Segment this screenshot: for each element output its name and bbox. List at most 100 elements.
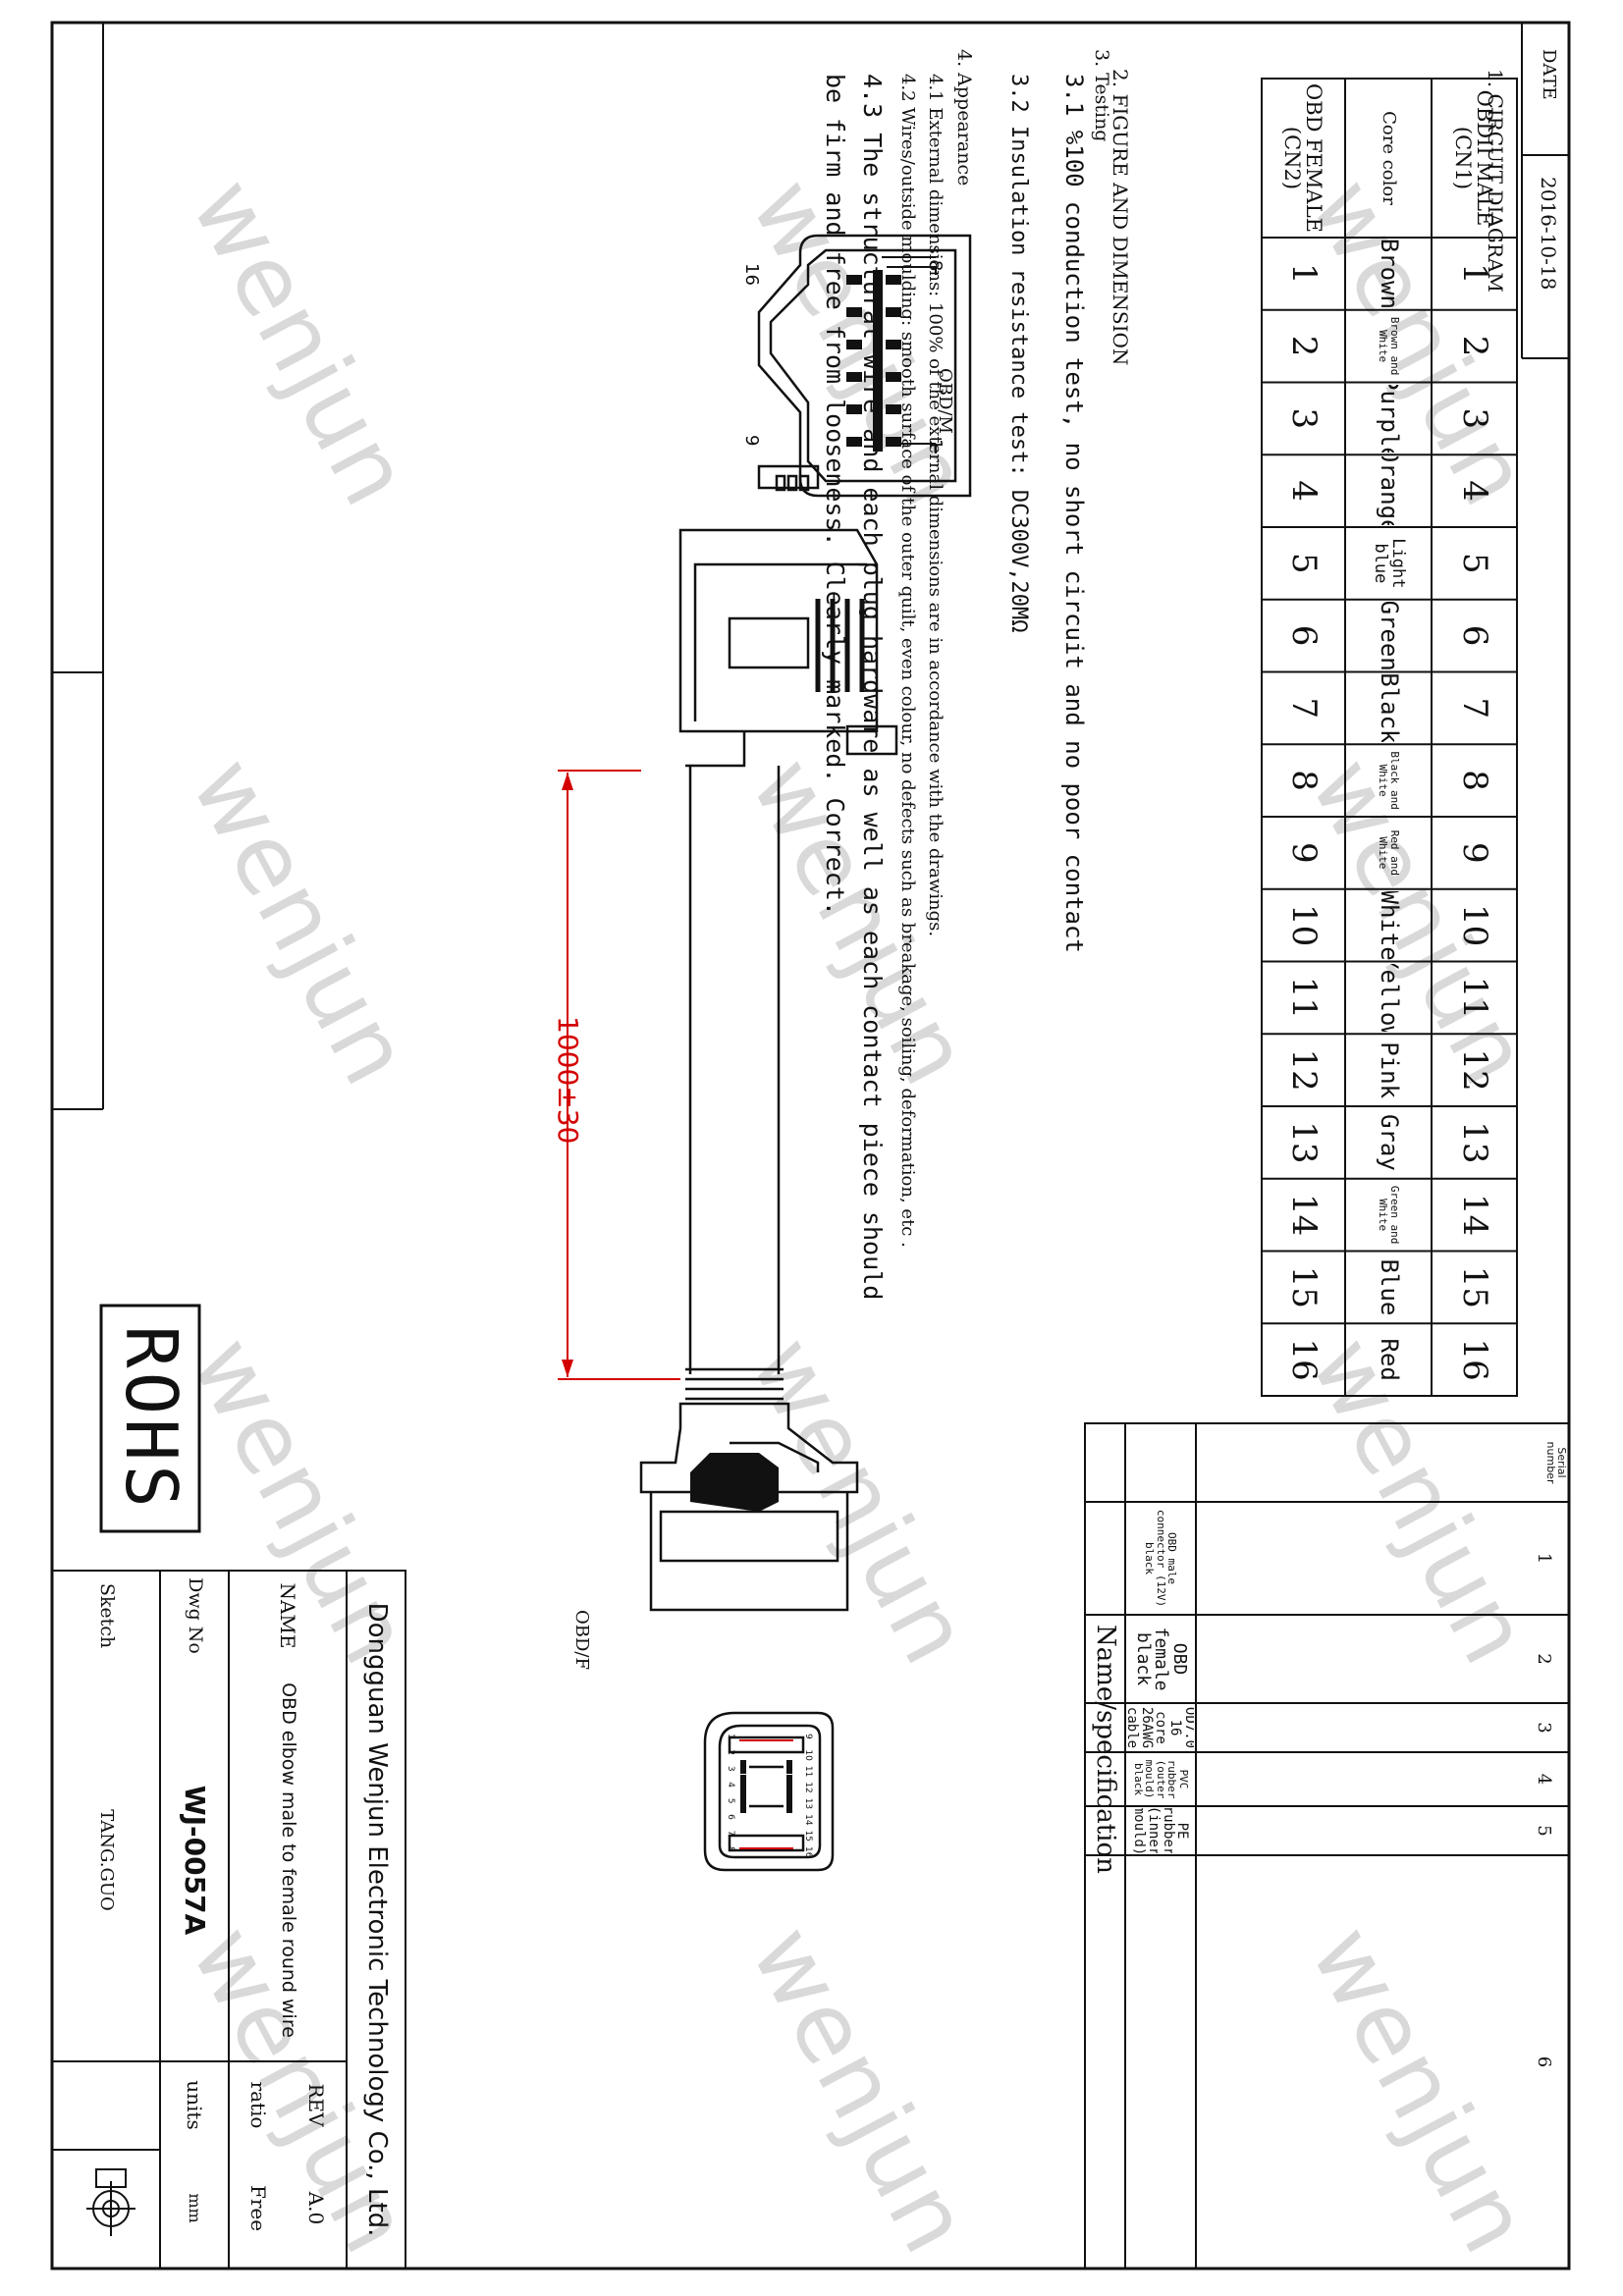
female-pin-label-bottom: 2 bbox=[726, 1749, 735, 1756]
male-pin-number: 6 bbox=[1454, 624, 1494, 647]
bom-serial-number: 6 bbox=[1534, 2056, 1555, 2068]
female-pin-label-top: 15 bbox=[803, 1830, 813, 1842]
female-pin-number: 3 bbox=[1283, 407, 1324, 430]
label-obd-male: OBD/M bbox=[935, 368, 955, 434]
bom-item-name: OD7.0 16 core 26AWG cable bbox=[1127, 1706, 1194, 1749]
ratio-label: ratio bbox=[246, 2081, 271, 2129]
female-pin-number: 10 bbox=[1283, 903, 1324, 947]
male-pin-number: 13 bbox=[1454, 1121, 1494, 1164]
male-pin-16: 16 bbox=[741, 263, 762, 286]
core-color: Red and White bbox=[1377, 829, 1401, 877]
female-pin-number: 16 bbox=[1283, 1338, 1324, 1381]
male-pin-8: 8 bbox=[925, 260, 946, 272]
units-label: units bbox=[183, 2080, 207, 2130]
bom-item-name: PE rubber (inner mould) bbox=[1131, 1808, 1191, 1853]
female-pin-label-bottom: 5 bbox=[726, 1797, 735, 1804]
core-color: Orange bbox=[1375, 456, 1403, 525]
male-pin-number: 4 bbox=[1454, 480, 1494, 502]
male-pin-number: 7 bbox=[1454, 697, 1494, 720]
company-name: Dongguan Wenjun Electronic Technology Co… bbox=[361, 1602, 392, 2237]
female-pin-number: 4 bbox=[1283, 480, 1324, 502]
male-pin-number: 3 bbox=[1454, 407, 1494, 430]
female-pin-number: 14 bbox=[1283, 1193, 1324, 1237]
female-pin-label-top: 14 bbox=[803, 1814, 813, 1826]
female-pin-number: 13 bbox=[1283, 1121, 1324, 1164]
dwg-value: WJ-0057A bbox=[178, 1785, 211, 1936]
bom-serial-header: Serial number bbox=[1545, 1441, 1567, 1484]
dimension-length: 1000±30 bbox=[552, 1016, 584, 1145]
female-pin-label-top: 11 bbox=[803, 1765, 813, 1778]
units-value: mm bbox=[186, 2193, 205, 2223]
male-pin-number: 15 bbox=[1454, 1265, 1494, 1308]
note-testing-heading: 3. Testing bbox=[1091, 49, 1112, 142]
female-pin-label-bottom: 6 bbox=[726, 1814, 735, 1820]
core-color: Light blue bbox=[1371, 538, 1408, 589]
male-pin-number: 8 bbox=[1454, 770, 1494, 791]
male-pin-number: 2 bbox=[1454, 335, 1494, 357]
core-color: Purple bbox=[1375, 384, 1403, 454]
bom-serial-number: 4 bbox=[1534, 1773, 1555, 1786]
note-appearance-structure-2: be firm and free from looseness. Clearly… bbox=[821, 74, 849, 916]
bom-item-name: PVC rubber (outer mould) black bbox=[1131, 1759, 1190, 1799]
female-pin-number: 9 bbox=[1283, 842, 1324, 864]
rohs-mark: ROHS bbox=[109, 1325, 192, 1512]
bom-item-name bbox=[1127, 1857, 1194, 2267]
female-pin-label-top: 9 bbox=[803, 1734, 813, 1739]
male-pin-number: 10 bbox=[1454, 903, 1494, 947]
note-appearance-dimensions: 4.1 External dimensions: 100% of the ext… bbox=[925, 74, 946, 937]
note-appearance-heading: 4. Appearance bbox=[953, 49, 975, 187]
note-test-conduction: 3.1 %100 conduction test, no short circu… bbox=[1060, 74, 1088, 953]
female-pin-number: 7 bbox=[1283, 697, 1324, 720]
male-pin-number: 12 bbox=[1454, 1048, 1494, 1092]
note-appearance-structure-1: 4.3 The structural wire and each plug ha… bbox=[858, 74, 887, 1301]
female-pin-number: 1 bbox=[1283, 263, 1324, 285]
female-pin-number: 12 bbox=[1283, 1048, 1324, 1092]
female-pin-number: 11 bbox=[1283, 976, 1324, 1019]
male-pin-number: 1 bbox=[1454, 263, 1494, 285]
core-color: Gray bbox=[1375, 1113, 1403, 1171]
sketch-value: TANG.GUO bbox=[96, 1809, 118, 1911]
name-value: OBD elbow male to female round wire bbox=[277, 1682, 299, 2038]
bom-serial-number: 5 bbox=[1534, 1825, 1555, 1837]
ratio-value: Free bbox=[246, 2184, 271, 2232]
female-pin-number: 5 bbox=[1283, 553, 1324, 574]
core-color: Red bbox=[1375, 1338, 1403, 1381]
female-pin-number: 2 bbox=[1283, 335, 1324, 357]
bom-item-name: OBD female black bbox=[1132, 1627, 1191, 1691]
male-pin-9: 9 bbox=[741, 435, 762, 447]
core-color: White bbox=[1375, 890, 1403, 960]
name-label: NAME bbox=[276, 1582, 300, 1649]
core-color: Yellow bbox=[1375, 963, 1403, 1033]
female-pin-label-bottom: 7 bbox=[726, 1830, 735, 1837]
core-color: Green bbox=[1375, 601, 1403, 670]
female-pin-label-top: 10 bbox=[803, 1749, 813, 1761]
male-pin-number: 5 bbox=[1454, 553, 1494, 574]
male-pin-number: 14 bbox=[1454, 1193, 1494, 1237]
label-obd-female: OBD/F bbox=[571, 1610, 592, 1670]
female-pin-number: 6 bbox=[1283, 624, 1324, 647]
core-color: Blue bbox=[1375, 1258, 1403, 1316]
core-color: Green and White bbox=[1377, 1185, 1401, 1245]
female-pin-label-top: 13 bbox=[803, 1797, 813, 1810]
female-pin-label-bottom: 4 bbox=[726, 1782, 735, 1789]
female-pin-label-top: 12 bbox=[803, 1782, 813, 1793]
core-color: Brown and White bbox=[1377, 316, 1401, 376]
rev-label: REV bbox=[304, 2083, 329, 2127]
bom-item-name: OBD male connector (12V) black bbox=[1143, 1509, 1179, 1608]
female-pin-label-top: 16 bbox=[803, 1846, 813, 1858]
male-pin-number: 9 bbox=[1454, 842, 1494, 864]
female-pin-number: 8 bbox=[1283, 770, 1324, 791]
female-pin-label-bottom: 3 bbox=[726, 1765, 735, 1772]
rev-value: A.0 bbox=[304, 2191, 329, 2225]
note-appearance-moulding: 4.2 Wires/outside moulding: smooth surfa… bbox=[897, 74, 918, 1248]
male-pin-1: 1 bbox=[925, 439, 946, 451]
bom-serial-number: 1 bbox=[1534, 1552, 1555, 1565]
female-pin-label-bottom: 8 bbox=[726, 1846, 735, 1852]
female-pin-label-bottom: 1 bbox=[726, 1734, 735, 1739]
note-test-insulation: 3.2 Insulation resistance test: DC300V,2… bbox=[1006, 74, 1031, 633]
male-pin-number: 16 bbox=[1454, 1338, 1494, 1381]
